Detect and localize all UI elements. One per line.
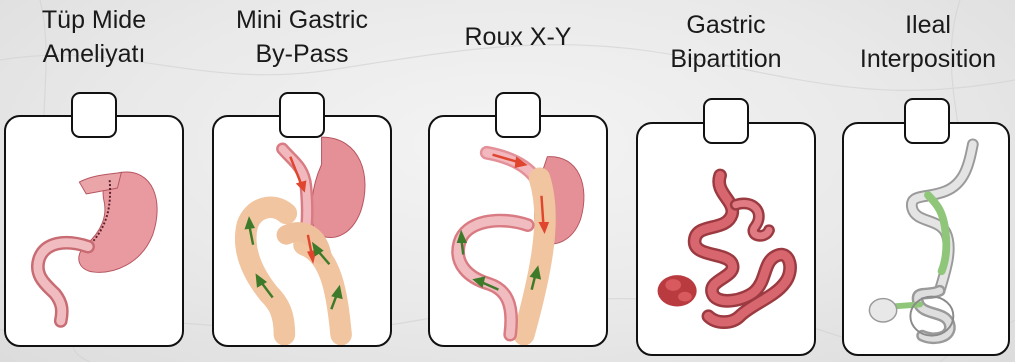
title-line2: Interposition [842,44,1014,75]
title-line2: Bipartition [636,44,816,75]
procedure-card[interactable] [212,115,392,347]
title-line2: By-Pass [212,39,392,70]
title-line1: Roux X-Y [428,22,608,53]
select-checkbox[interactable] [495,92,541,138]
procedure-card[interactable] [4,115,184,347]
title-line1: Ileal [842,10,1014,41]
select-checkbox[interactable] [279,92,325,138]
procedure-card[interactable] [842,122,1010,356]
ileal-interposition-illustration [844,124,1008,354]
title-line2: Ameliyatı [4,39,184,70]
mini-gastric-bypass-illustration [214,117,390,345]
title-line1: Mini Gastric [212,5,392,36]
sleeve-gastrectomy-illustration [6,117,182,345]
select-checkbox[interactable] [71,92,117,138]
procedure-card[interactable] [636,122,816,356]
procedure-card[interactable] [428,115,608,347]
select-checkbox[interactable] [904,98,950,144]
title-line1: Tüp Mide [4,5,184,36]
select-checkbox[interactable] [703,98,749,144]
roux-en-y-illustration [430,117,606,345]
title-line1: Gastric [636,10,816,41]
gastric-bipartition-illustration [638,124,814,354]
